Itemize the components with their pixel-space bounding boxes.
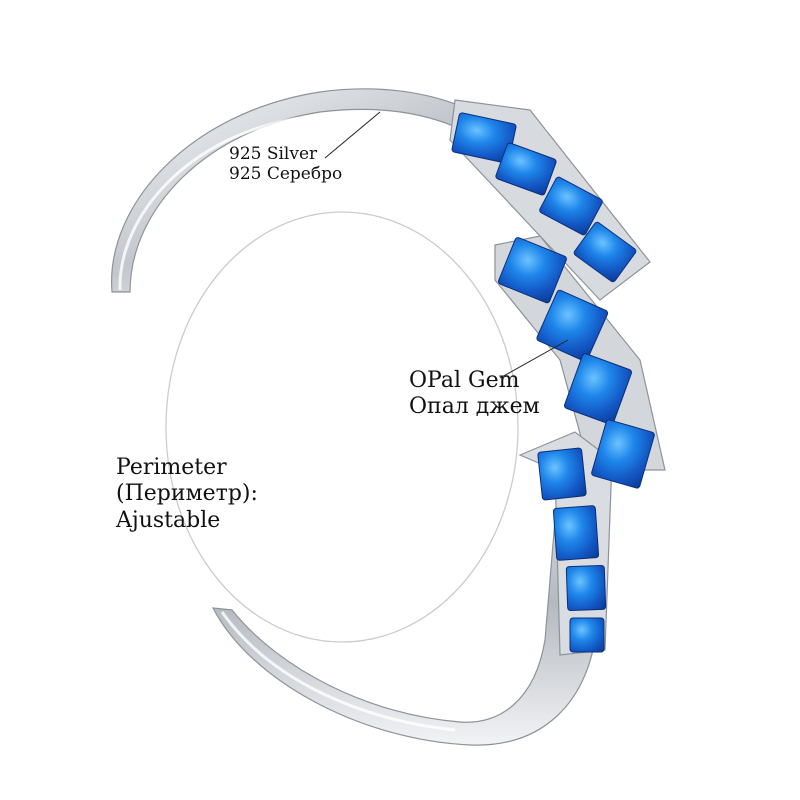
opal-stone <box>565 564 607 612</box>
opal-stone <box>569 617 605 653</box>
opal-stones-middle <box>498 237 655 489</box>
opal-label-en: OPal Gem <box>409 368 520 393</box>
perimeter-label-en: Perimeter <box>116 455 227 480</box>
opal-stone <box>495 142 557 196</box>
opal-leader-line <box>499 339 569 379</box>
cuff-upper-inner-rim <box>118 116 301 291</box>
opal-stone <box>563 353 633 425</box>
perimeter-label-value: Ajustable <box>116 507 221 533</box>
perimeter-label: Perimeter (Периметр): Ajustable <box>116 455 258 534</box>
silver-label-en: 925 Silver <box>229 144 318 164</box>
opal-stone <box>498 237 567 304</box>
cuff-lower-inner-rim <box>220 611 456 732</box>
opal-stone <box>537 447 587 501</box>
opal-stone <box>536 289 609 362</box>
perimeter-label-ru: (Периметр): <box>116 481 258 507</box>
silver-label-ru: 925 Серебро <box>229 164 343 185</box>
opal-stone <box>573 221 637 283</box>
opal-stone <box>552 505 600 561</box>
opal-gem-label: OPal Gem Опал джем <box>409 368 540 421</box>
silver-leader-line <box>324 111 381 159</box>
opal-stone <box>591 419 655 489</box>
opal-stone <box>539 176 603 236</box>
opal-label-ru: Опал джем <box>409 394 540 420</box>
silver-material-label: 925 Silver 925 Серебро <box>229 144 342 185</box>
opal-stones-upper <box>451 112 637 283</box>
opal-stones-lower <box>537 447 607 653</box>
cuff-lower-band <box>211 459 611 746</box>
perimeter-circle <box>165 211 519 643</box>
